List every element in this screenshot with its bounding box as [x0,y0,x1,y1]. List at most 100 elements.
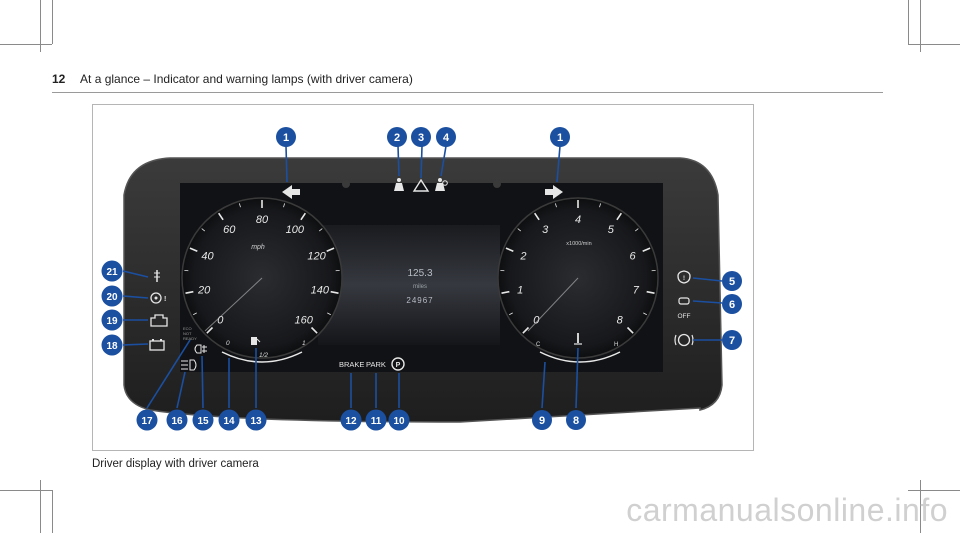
svg-text:4: 4 [443,132,450,144]
callout-11: 11 [365,409,387,431]
svg-text:7: 7 [729,335,735,347]
eco-line-1: ECO [183,326,192,331]
dial-label: 1 [517,285,523,297]
coolant-hot: H [614,342,618,348]
callout-17: 17 [136,409,158,431]
dial-major-tick [626,326,634,334]
crop-mark [920,480,921,533]
coolant-temp-icon [574,333,582,345]
svg-text:19: 19 [106,316,118,327]
fuel-empty: 0 [226,340,230,347]
dial-label: 4 [575,214,581,226]
dial-label: 40 [201,250,214,262]
dial-label: 60 [223,224,236,236]
svg-text:20: 20 [106,292,118,303]
dial-label: 8 [617,315,624,327]
crop-mark [40,0,41,52]
callout-21: 21 [101,260,123,282]
fuel-pump-icon [251,337,261,345]
fuel-half: 1/2 [259,352,268,359]
tire-pressure-icon: ! [677,270,691,284]
crop-mark [908,44,960,45]
dial-major-tick [616,212,622,221]
low-beam-icon [181,359,197,371]
crop-mark [908,490,960,491]
rear-fog-lamp-icon [194,344,207,354]
dial-major-tick [501,290,510,295]
svg-text:P: P [396,362,401,369]
fuel-arc [221,351,303,363]
svg-text:2: 2 [394,132,400,144]
dial-major-tick [326,247,335,252]
dial-major-tick [505,247,514,252]
tachometer-ticks [500,200,656,334]
dial-label: 5 [608,224,615,236]
callout-18: 18 [101,334,123,356]
dial-major-tick [189,247,198,252]
svg-text:1: 1 [283,132,289,144]
crop-mark [40,480,41,533]
seat-belt-icon [394,178,404,191]
dial-minor-tick [554,203,557,208]
dial-major-tick [534,212,540,221]
callout-12: 12 [340,409,362,431]
callout-19: 19 [101,309,123,331]
eco-line-3: READY [183,336,197,341]
dial-minor-tick [643,312,647,316]
callout-5: 5 [722,271,742,291]
callout-8: 8 [566,410,586,430]
dial-label: 0 [533,315,540,327]
park-text: PARK [366,360,386,369]
callout-7: 7 [722,330,742,350]
page-header: 12 At a glance – Indicator and warning l… [52,72,413,86]
svg-text:14: 14 [223,416,235,427]
dial-major-tick [218,212,224,221]
callout-4: 4 [436,127,456,147]
dial-major-tick [300,212,306,221]
turn-signal-left-icon [282,185,300,199]
brake-text: BRAKE [339,360,364,369]
coolant-level-icon [154,270,160,282]
crop-mark [920,0,921,52]
dial-major-tick [185,290,194,295]
speed-unit: mph [251,244,265,251]
dial-label: 6 [629,250,636,262]
dial-label: 20 [197,285,211,297]
page-title: At a glance – Indicator and warning lamp… [80,72,413,86]
dial-label: 2 [519,250,526,262]
callout-16: 16 [166,409,188,431]
svg-text:1: 1 [557,132,563,144]
svg-text:21: 21 [106,267,118,278]
dial-minor-tick [599,203,602,208]
coolant-cold: C [536,342,541,348]
crop-mark [0,44,52,45]
callout-13: 13 [245,409,267,431]
dial-label: 140 [311,285,330,297]
callout-9: 9 [532,410,552,430]
odometer-value: 24967 [406,296,433,305]
dial-minor-tick [509,312,513,316]
dial-minor-tick [201,228,206,232]
callout-1-left: 1 [276,127,296,147]
svg-text:17: 17 [141,416,153,427]
svg-text:18: 18 [106,341,118,352]
figure-frame [92,104,754,451]
callout-1-right: 1 [550,127,570,147]
callout-20: 20 [101,285,123,307]
dial-major-tick [646,290,655,295]
callout-10: 10 [388,409,410,431]
figure-caption: Driver display with driver camera [92,458,259,470]
svg-text:6: 6 [729,299,735,311]
svg-text:!: ! [164,296,166,303]
page-number: 12 [52,72,66,86]
eco-line-2: NOT [183,331,192,336]
steering-icon: ! [150,292,166,304]
crop-mark [52,490,53,533]
fuel-full: 1 [302,340,306,347]
svg-text:5: 5 [729,276,735,288]
speedometer-ticks [184,200,340,334]
dial-minor-tick [193,312,197,316]
dial-label: 160 [295,315,314,327]
distance-warning-icon [412,178,430,192]
crop-mark [908,0,909,44]
